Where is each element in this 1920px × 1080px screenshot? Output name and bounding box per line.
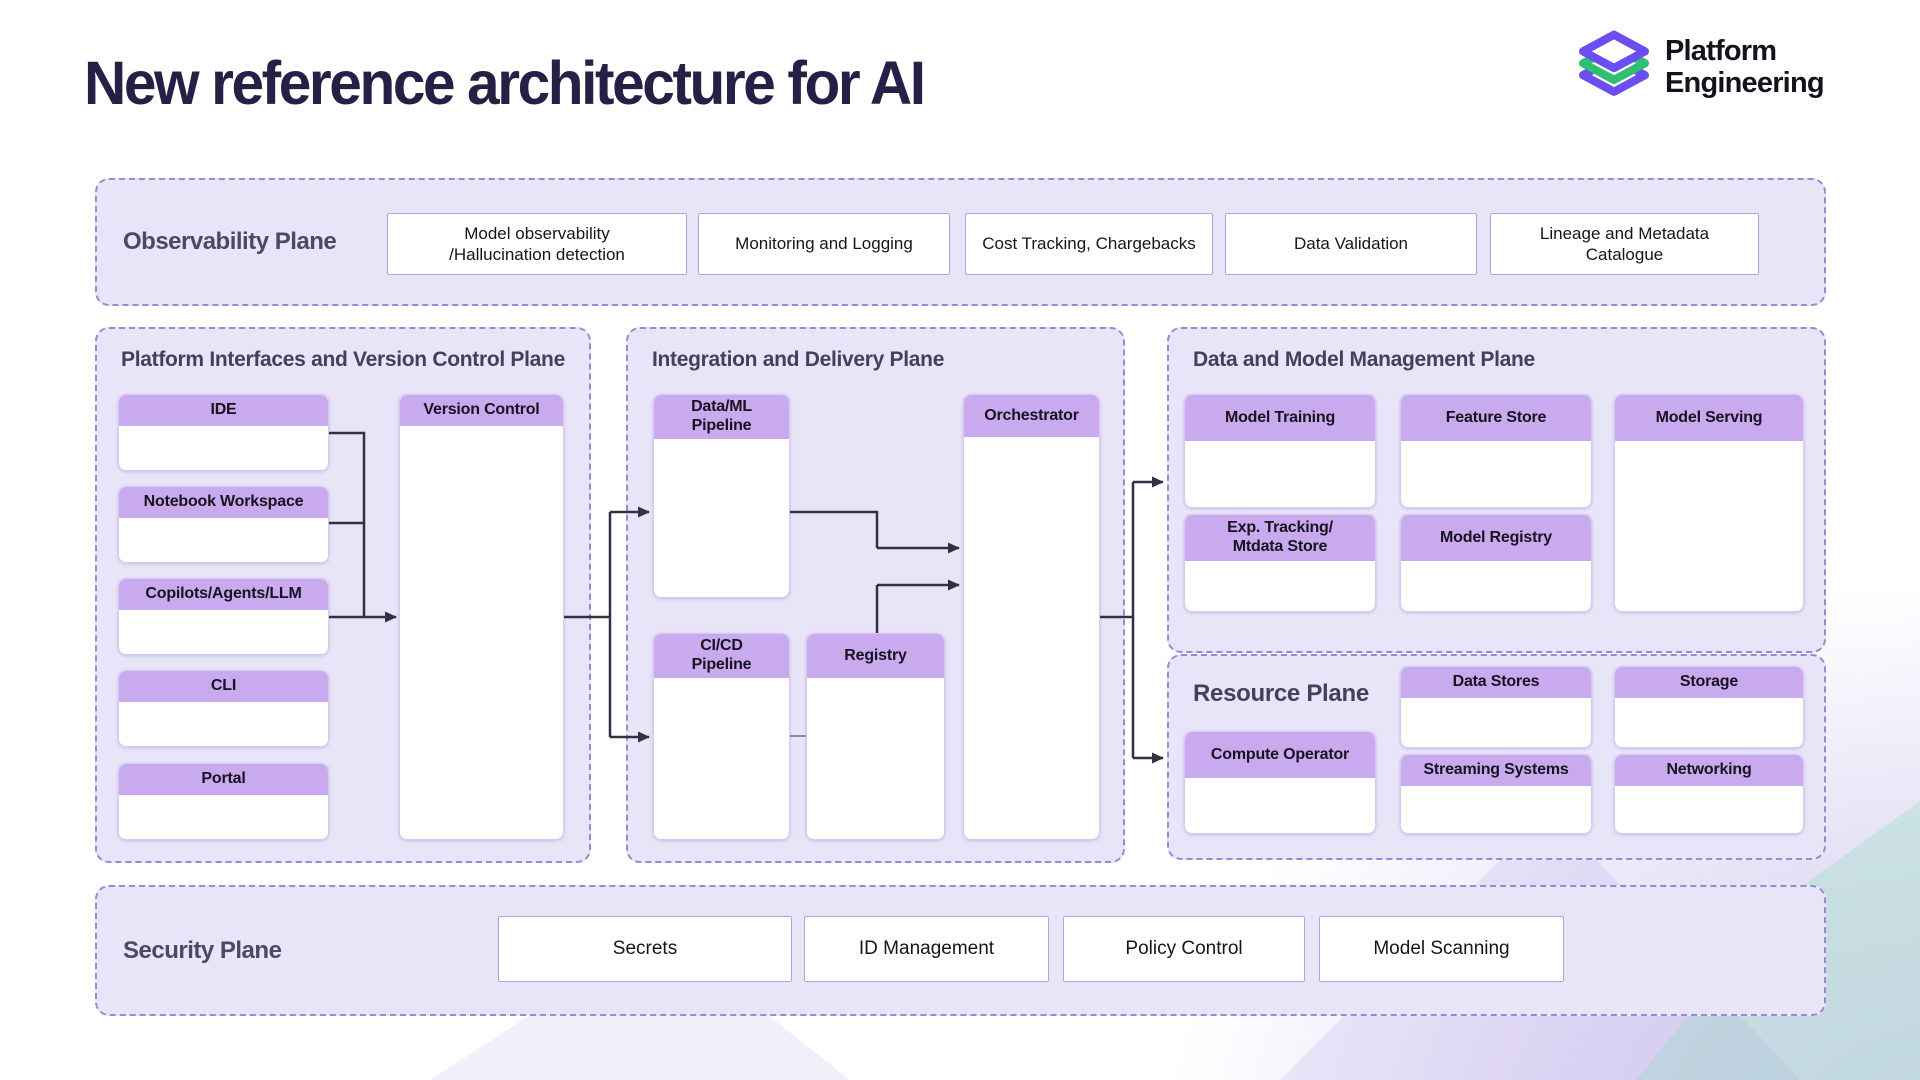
page-title: New reference architecture for AI	[84, 49, 926, 117]
box-exp-tracking-header: Exp. Tracking/ Mtdata Store	[1185, 515, 1375, 561]
box-networking-header: Networking	[1615, 755, 1803, 786]
box-id-management: ID Management	[804, 916, 1049, 982]
logo-line2: Engineering	[1665, 67, 1825, 99]
box-networking: Networking	[1614, 754, 1804, 834]
box-model-training: Model Training	[1184, 394, 1376, 508]
box-lineage-metadata: Lineage and Metadata Catalogue	[1490, 213, 1759, 275]
box-monitoring-logging: Monitoring and Logging	[698, 213, 950, 275]
box-version-control-header: Version Control	[400, 395, 563, 426]
security-plane-title: Security Plane	[123, 936, 282, 964]
box-model-scanning: Model Scanning	[1319, 916, 1564, 982]
box-registry: Registry	[806, 633, 945, 840]
box-ide: IDE	[118, 394, 329, 471]
box-copilots-agents-llm-header: Copilots/Agents/LLM	[119, 579, 328, 610]
box-model-serving: Model Serving	[1614, 394, 1804, 612]
box-policy-control: Policy Control	[1063, 916, 1305, 982]
box-portal: Portal	[118, 763, 329, 840]
box-orchestrator: Orchestrator	[963, 394, 1100, 840]
box-data-stores-header: Data Stores	[1401, 667, 1591, 698]
box-data-stores: Data Stores	[1400, 666, 1592, 748]
box-ide-header: IDE	[119, 395, 328, 426]
box-data-ml-pipeline-header: Data/ML Pipeline	[654, 395, 789, 439]
box-streaming-systems-header: Streaming Systems	[1401, 755, 1591, 786]
logo-line1: Platform	[1665, 35, 1777, 68]
box-exp-tracking-mtdata-store: Exp. Tracking/ Mtdata Store	[1184, 514, 1376, 612]
box-streaming-systems: Streaming Systems	[1400, 754, 1592, 834]
box-cicd-pipeline: CI/CD Pipeline	[653, 633, 790, 840]
box-registry-header: Registry	[807, 634, 944, 678]
logo-wordmark: Platform Engineering	[1665, 35, 1825, 100]
box-cli: CLI	[118, 670, 329, 747]
box-version-control: Version Control	[399, 394, 564, 840]
box-model-training-header: Model Training	[1185, 395, 1375, 441]
box-portal-header: Portal	[119, 764, 328, 795]
box-model-registry-header: Model Registry	[1401, 515, 1591, 561]
box-orchestrator-header: Orchestrator	[964, 395, 1099, 437]
box-feature-store: Feature Store	[1400, 394, 1592, 508]
box-cicd-pipeline-header: CI/CD Pipeline	[654, 634, 789, 678]
box-model-observability: Model observability /Hallucination detec…	[387, 213, 687, 275]
box-secrets: Secrets	[498, 916, 792, 982]
box-storage-header: Storage	[1615, 667, 1803, 698]
box-copilots-agents-llm: Copilots/Agents/LLM	[118, 578, 329, 655]
observability-plane: Observability Plane	[95, 178, 1826, 306]
layers-icon	[1578, 30, 1650, 96]
box-data-validation: Data Validation	[1225, 213, 1477, 275]
box-notebook-workspace-header: Notebook Workspace	[119, 487, 328, 518]
platform-interfaces-plane-title: Platform Interfaces and Version Control …	[121, 348, 565, 371]
observability-plane-title: Observability Plane	[123, 228, 337, 255]
box-compute-operator-header: Compute Operator	[1185, 732, 1375, 778]
box-compute-operator: Compute Operator	[1184, 731, 1376, 834]
box-data-ml-pipeline: Data/ML Pipeline	[653, 394, 790, 598]
box-cost-tracking: Cost Tracking, Chargebacks	[965, 213, 1213, 275]
integration-delivery-plane-title: Integration and Delivery Plane	[652, 348, 945, 371]
resource-plane-title: Resource Plane	[1193, 680, 1369, 707]
box-cli-header: CLI	[119, 671, 328, 702]
box-model-serving-header: Model Serving	[1615, 395, 1803, 441]
box-feature-store-header: Feature Store	[1401, 395, 1591, 441]
box-model-registry: Model Registry	[1400, 514, 1592, 612]
box-storage: Storage	[1614, 666, 1804, 748]
box-notebook-workspace: Notebook Workspace	[118, 486, 329, 563]
data-model-management-plane-title: Data and Model Management Plane	[1193, 348, 1535, 371]
platform-engineering-logo: Platform Engineering	[1576, 30, 1825, 106]
